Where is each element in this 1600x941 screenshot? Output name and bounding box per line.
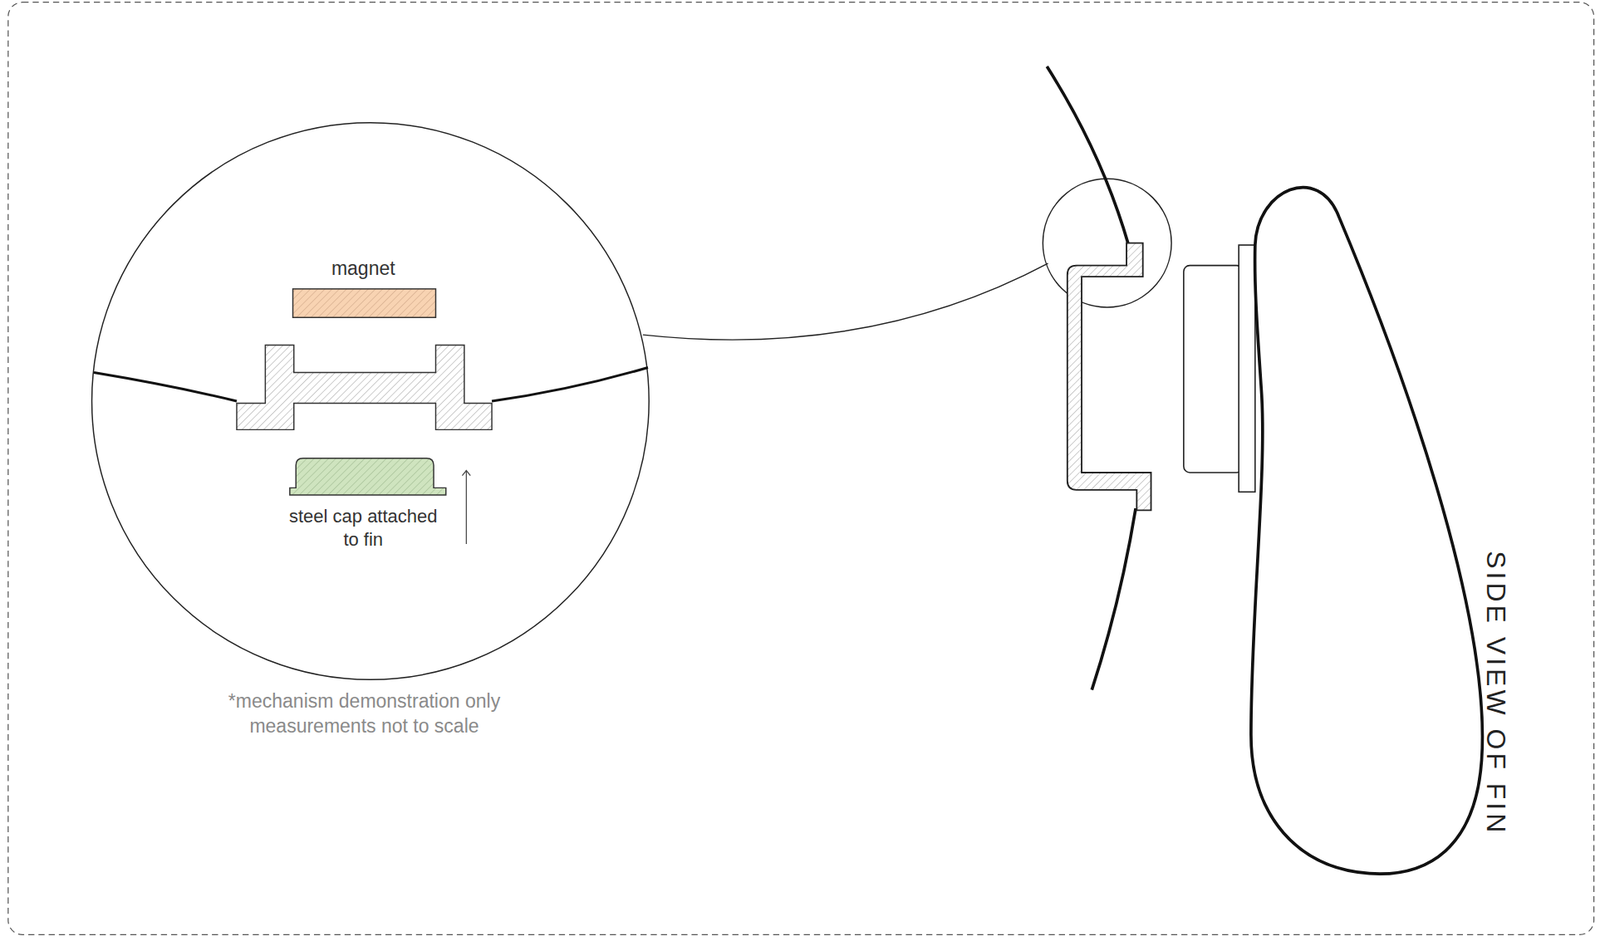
- zoom-circle: [92, 122, 650, 681]
- steel-cap: [289, 458, 447, 496]
- mount-section: [236, 344, 492, 430]
- fin-outline: [1251, 187, 1483, 874]
- direction-arrow: [466, 471, 467, 545]
- board-surface: [1046, 66, 1129, 246]
- magnet-block: [293, 289, 437, 318]
- board-surface: [1091, 508, 1136, 691]
- fin-plate: [1238, 245, 1256, 492]
- fin-base: [1183, 265, 1243, 473]
- part-label: steel cap attached to fin: [287, 505, 439, 553]
- detail-circle: [1042, 178, 1172, 308]
- surface-line: [93, 373, 237, 402]
- fin-box-section: [1067, 243, 1152, 511]
- note-text: *mechanism demonstration only measuremen…: [210, 689, 520, 740]
- view-title: SIDE VIEW OF FIN: [1478, 551, 1514, 837]
- leader-line: [642, 263, 1049, 340]
- surface-line: [491, 367, 648, 402]
- part-label: magnet: [331, 256, 396, 282]
- frame-border: [8, 2, 1595, 936]
